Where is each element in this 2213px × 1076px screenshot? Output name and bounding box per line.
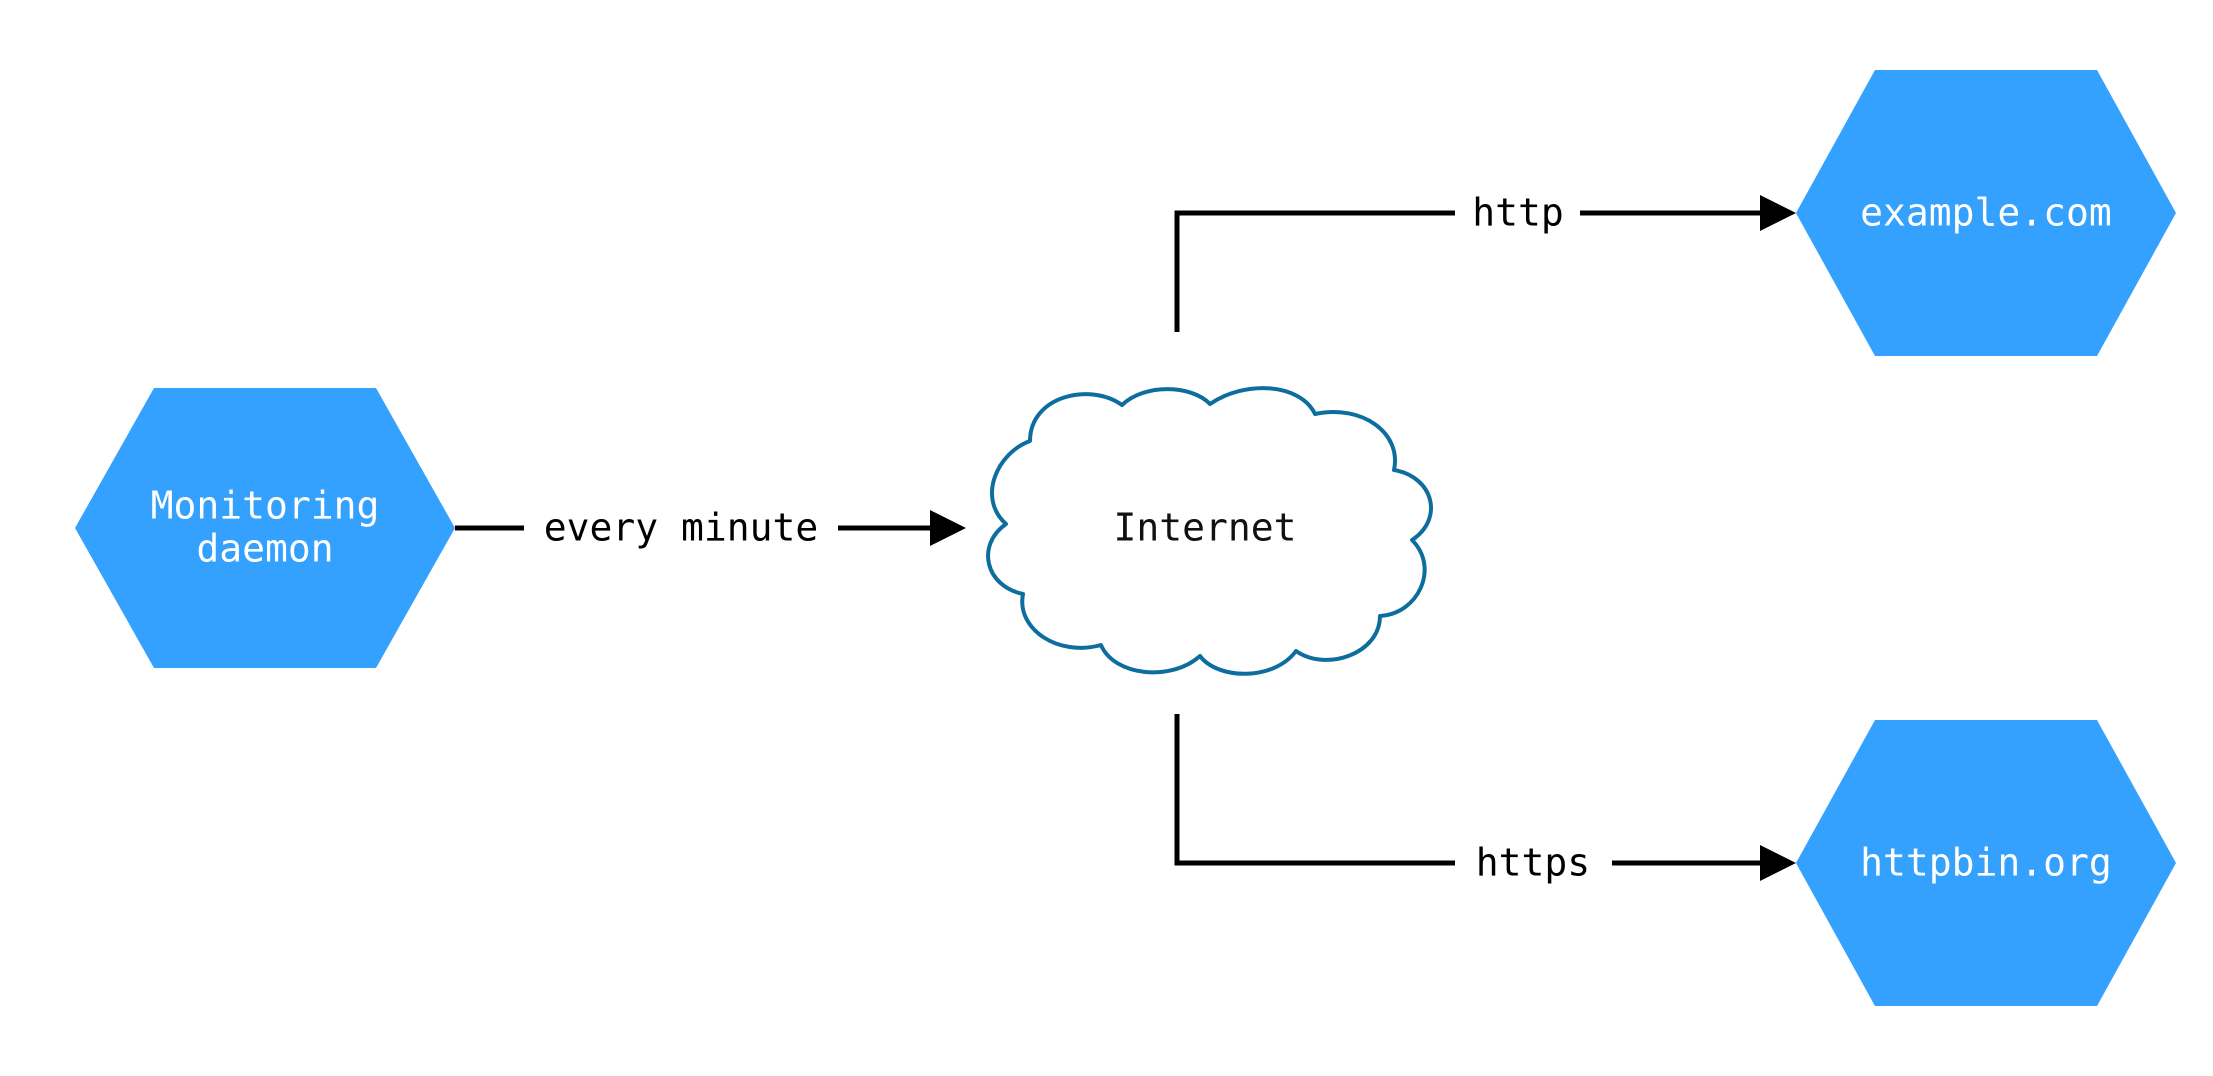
edge-daemon-to-internet-arrowhead bbox=[930, 510, 966, 546]
example-com-hexagon-shape[interactable] bbox=[1796, 70, 2176, 356]
edge-internet-to-httpbin-riser bbox=[1174, 714, 1455, 866]
edge-internet-to-example-riser bbox=[1174, 210, 1455, 332]
edge-internet-to-example: http bbox=[1174, 191, 1796, 332]
edge-label-http: http bbox=[1472, 191, 1564, 235]
httpbin-org-hexagon-shape[interactable] bbox=[1796, 720, 2176, 1006]
node-monitoring-daemon[interactable]: Monitoring daemon bbox=[75, 388, 455, 668]
edge-daemon-to-internet: every minute bbox=[455, 506, 966, 550]
node-example-com[interactable]: example.com bbox=[1796, 70, 2176, 356]
node-httpbin-org[interactable]: httpbin.org bbox=[1796, 720, 2176, 1006]
edge-label-https: https bbox=[1476, 841, 1590, 885]
edge-internet-to-httpbin-arrowhead bbox=[1760, 845, 1796, 881]
monitoring-daemon-label-line-1: Monitoring bbox=[151, 484, 380, 528]
edge-label-every-minute: every minute bbox=[544, 506, 819, 550]
internet-cloud-shape[interactable] bbox=[986, 386, 1433, 676]
monitoring-daemon-hexagon-shape[interactable] bbox=[75, 388, 455, 668]
internet-label: Internet bbox=[1113, 506, 1296, 550]
edge-internet-to-example-arrowhead bbox=[1760, 195, 1796, 231]
httpbin-org-label: httpbin.org bbox=[1860, 841, 2112, 885]
node-internet[interactable]: Internet bbox=[986, 386, 1433, 676]
edge-internet-to-httpbin: https bbox=[1174, 714, 1796, 885]
example-com-label: example.com bbox=[1860, 191, 2112, 235]
monitoring-daemon-label-line-2: daemon bbox=[196, 527, 333, 571]
